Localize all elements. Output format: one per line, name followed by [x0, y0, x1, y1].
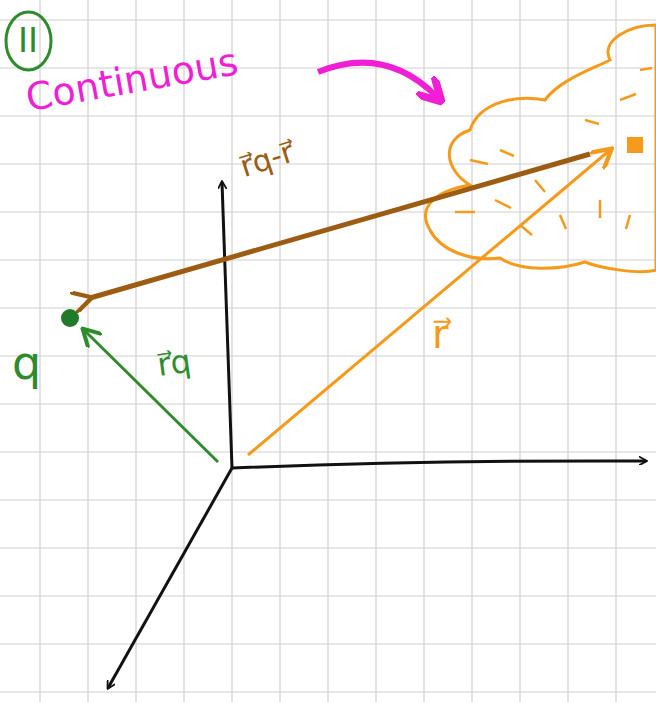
charge-distribution — [426, 25, 656, 272]
separation-vector — [90, 154, 590, 298]
vector-label: r⃗ — [432, 312, 448, 356]
badge-text: II — [4, 10, 53, 71]
charge-label: q — [12, 338, 41, 389]
position-vector-r — [248, 150, 610, 455]
x-axis — [232, 461, 646, 468]
region-label: Continuous — [23, 41, 242, 119]
source-point — [627, 137, 643, 153]
vector-label: r⃗q-r⃗ — [236, 135, 298, 183]
y-axis — [222, 182, 232, 468]
point-charge — [61, 309, 79, 327]
pointer-arrow — [318, 63, 436, 96]
position-vector-rq — [84, 330, 218, 462]
z-axis — [108, 468, 232, 688]
charge-hatching — [455, 68, 652, 235]
vector-label: r⃗q — [155, 344, 193, 384]
section-badge: II — [4, 10, 53, 72]
